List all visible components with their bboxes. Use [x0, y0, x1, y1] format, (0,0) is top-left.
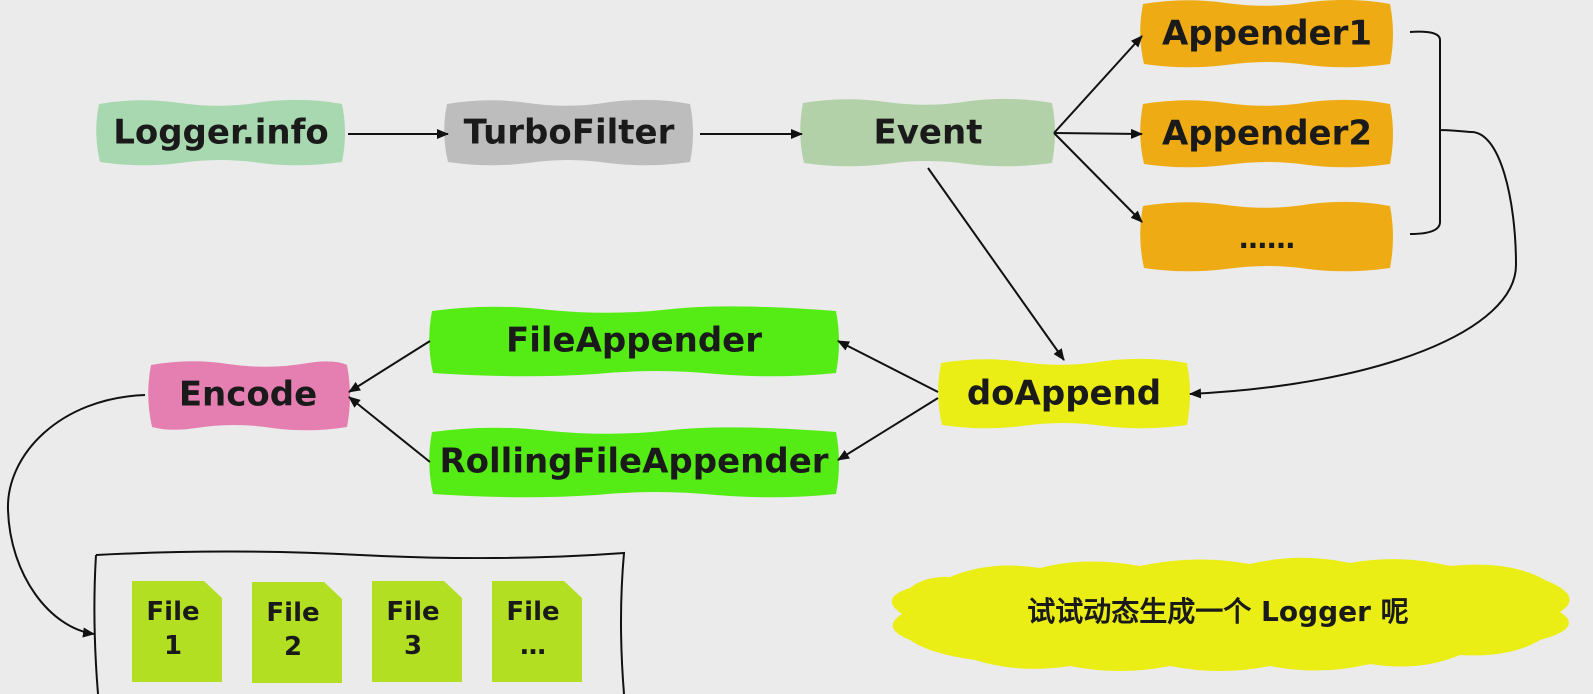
file-appender-box: [429, 306, 839, 377]
rolling-file-appender-box: [429, 427, 839, 498]
file-1-name: File: [146, 597, 199, 627]
file-1-number: 1: [164, 631, 182, 661]
file-3-name: File: [386, 597, 439, 627]
turbo-filter-label: TurboFilter: [464, 113, 675, 153]
arrow-encode-to-files: [6, 394, 146, 638]
appender-more-label: ……: [1239, 222, 1295, 255]
event-box: [800, 98, 1055, 167]
appender1-box: [1140, 0, 1393, 68]
file-icon-1: [132, 581, 222, 682]
appenders-bracket: [1409, 30, 1471, 235]
files-container: [93, 550, 626, 694]
encode-label: Encode: [179, 375, 317, 415]
callout-cloud: [891, 557, 1570, 671]
file-more-number: …: [520, 631, 546, 661]
arrow-event-to-appender-more: [1053, 132, 1143, 223]
arrow-fileappender-to-encode: [348, 340, 431, 393]
file-appender-label: FileAppender: [506, 321, 762, 361]
event-label: Event: [874, 113, 983, 153]
appender1-label: Appender1: [1162, 14, 1372, 54]
arrow-appenders-to-doappend: [1189, 130, 1518, 399]
file-2-number: 2: [284, 632, 302, 662]
arrow-doappend-to-fileappender: [837, 340, 939, 393]
arrow-rollingfileappender-to-encode: [348, 396, 431, 463]
file-more-name: File: [506, 597, 559, 627]
do-append-label: doAppend: [967, 374, 1161, 414]
file-icon-more: [492, 581, 582, 682]
file-icon-3: [372, 581, 462, 682]
callout-text: 试试动态生成一个 Logger 呢: [1027, 595, 1408, 628]
logger-info-label: Logger.info: [113, 113, 329, 153]
file-2-name: File: [266, 598, 319, 628]
arrow-event-to-appender2: [1053, 128, 1143, 139]
do-append-box: [938, 358, 1190, 429]
arrow-doappend-to-rollingfileappender: [837, 397, 939, 461]
appender2-box: [1140, 99, 1393, 168]
file-3-number: 3: [404, 631, 422, 661]
file-icon-2: [252, 582, 342, 683]
appender2-label: Appender2: [1162, 114, 1372, 154]
logger-info-box: [96, 99, 345, 166]
appender-more-box: [1140, 201, 1393, 272]
rolling-file-appender-label: RollingFileAppender: [439, 442, 828, 482]
encode-box: [148, 361, 350, 431]
arrow-event-to-appender1: [1053, 35, 1143, 134]
arrow-event-to-doappend: [927, 167, 1065, 361]
turbo-filter-box: [444, 99, 693, 166]
